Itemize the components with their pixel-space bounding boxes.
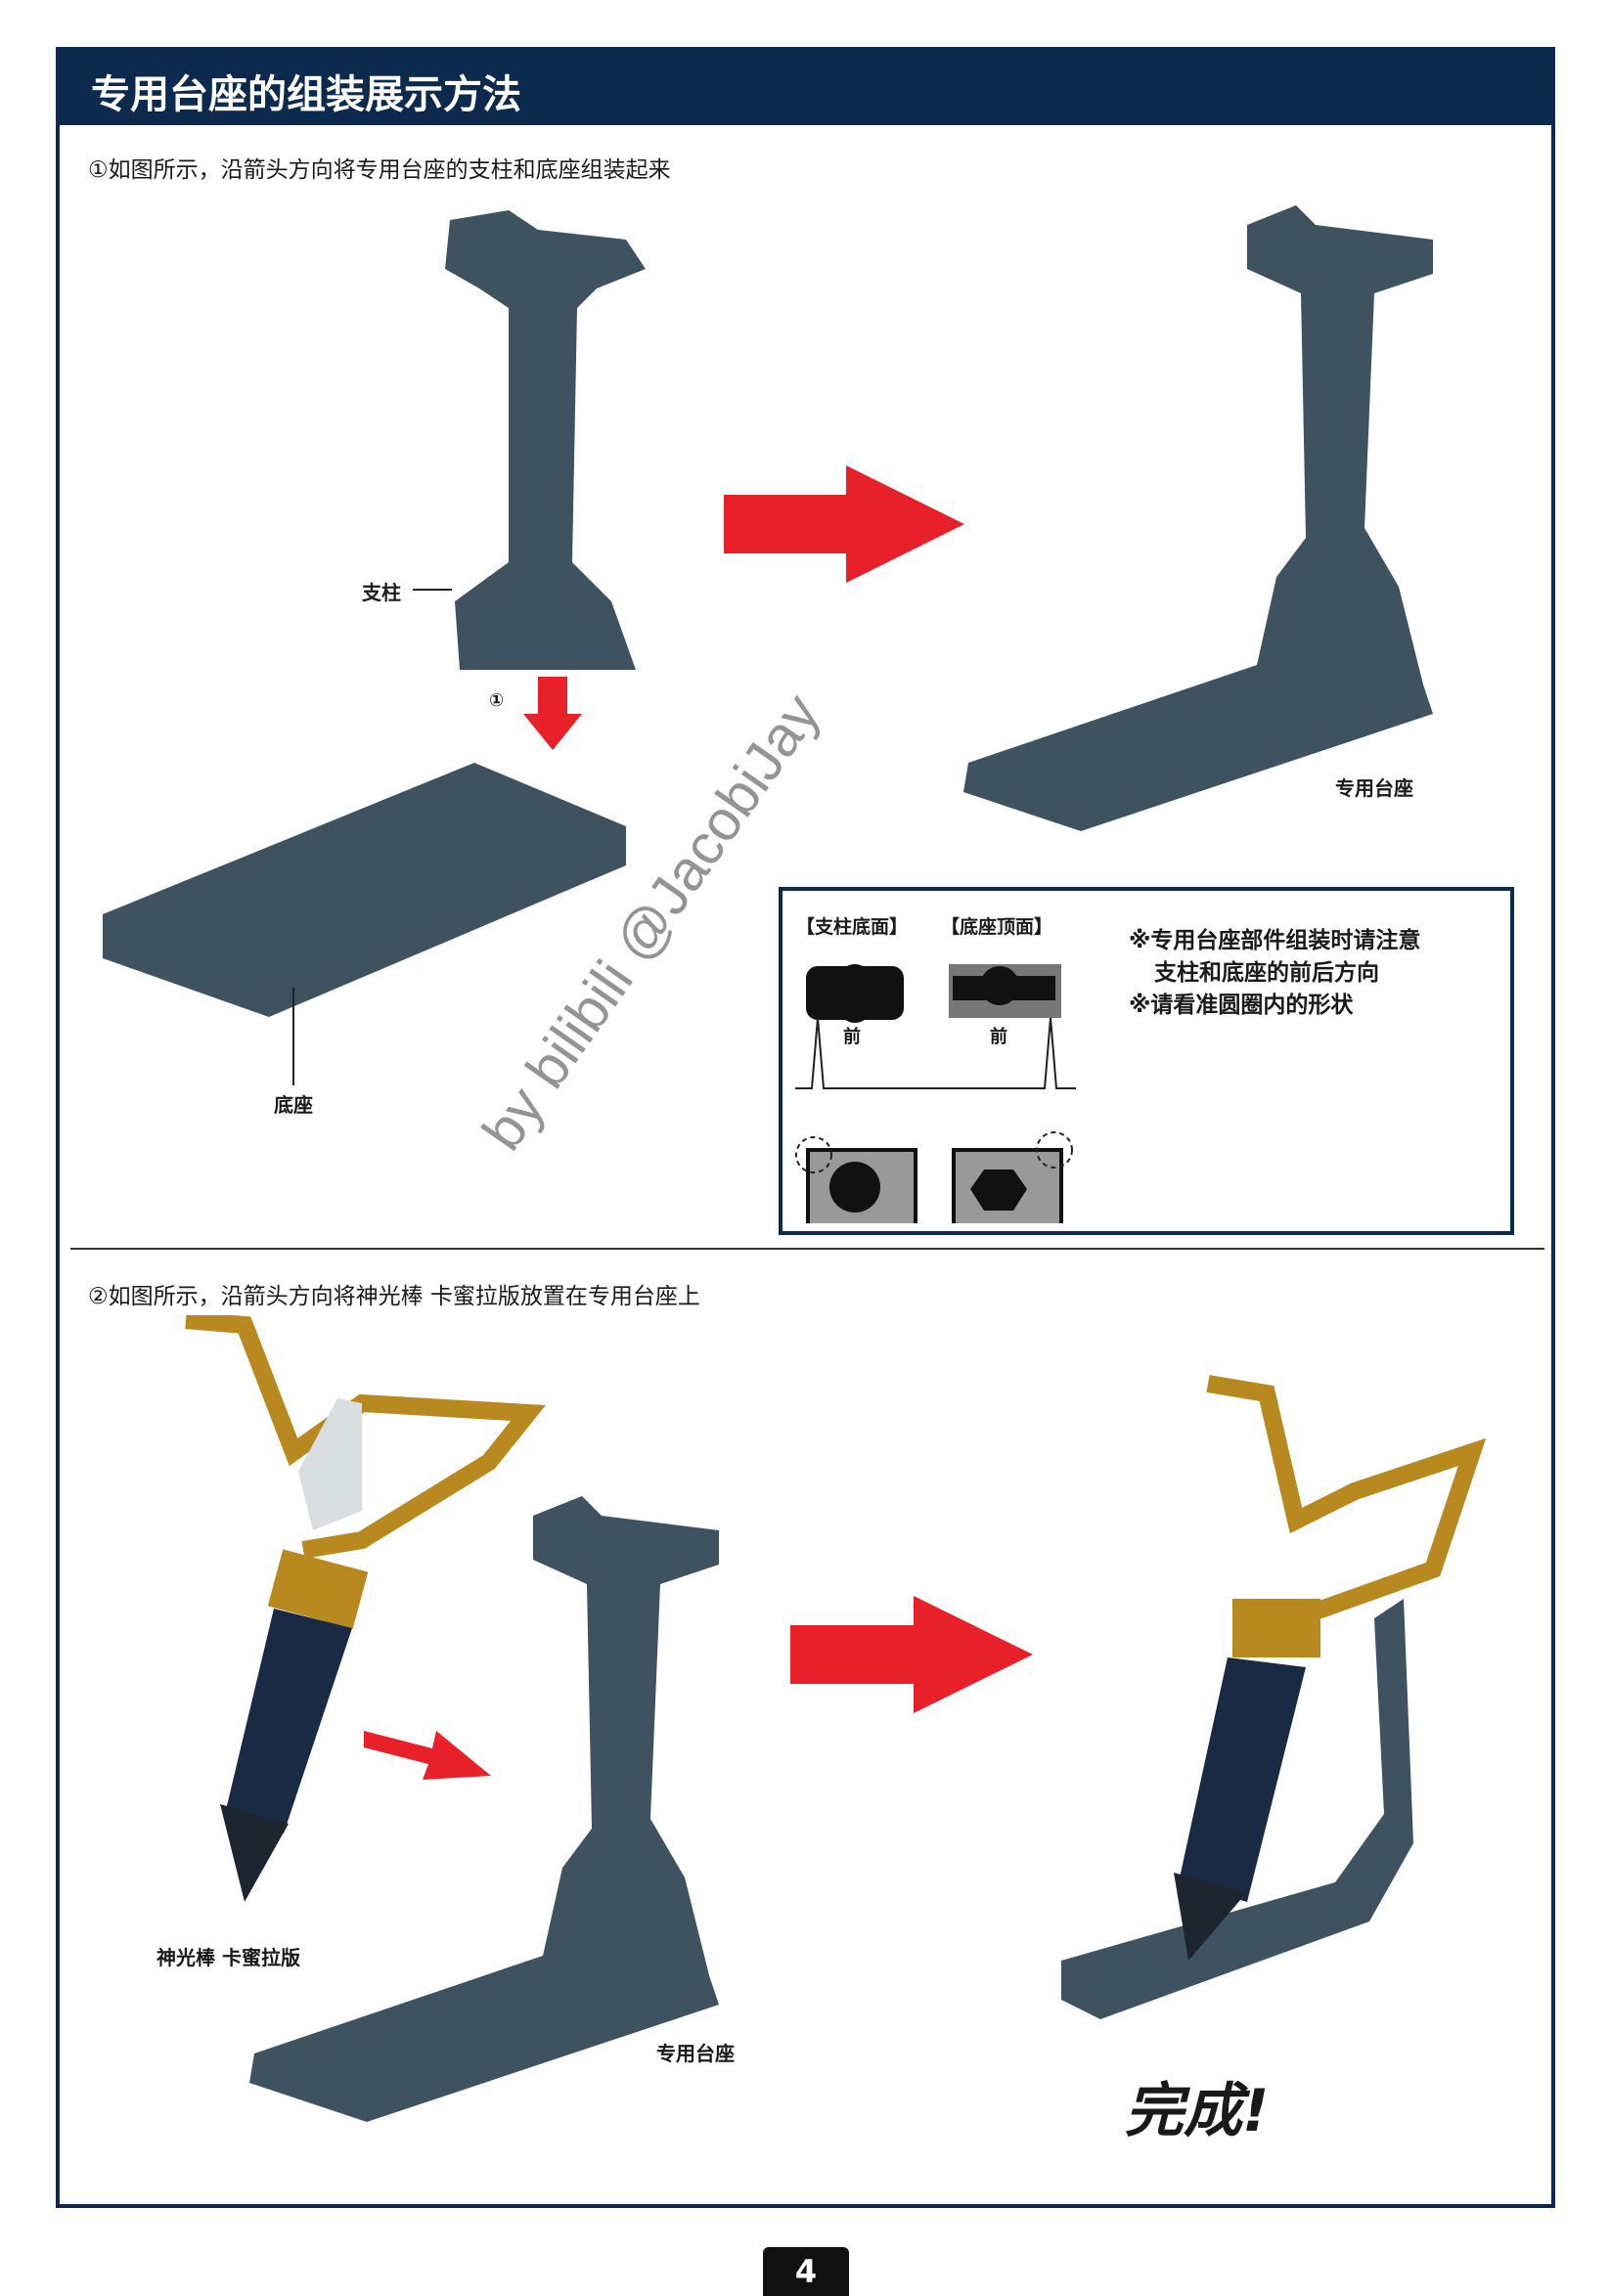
step-marker: ①	[489, 690, 505, 711]
orientation-note-box: 【支柱底面】 【底座顶面】 前 前 ※专用台座部件组装时请注意 支柱和底座的前后…	[779, 887, 1514, 1235]
label-base: 底座	[274, 1093, 313, 1117]
label-stand: 专用台座	[1335, 776, 1413, 800]
step-1-instruction: ①如图所示，沿箭头方向将专用台座的支柱和底座组装起来	[88, 157, 671, 183]
leader-line	[292, 988, 294, 1085]
orientation-diagram	[795, 964, 1076, 1223]
completed-label: 完成!	[1125, 2077, 1270, 2145]
label-item: 神光棒 卡蜜拉版	[157, 1946, 300, 1969]
arrow-right-icon	[790, 1596, 1033, 1713]
arrow-diagonal-icon	[364, 1731, 491, 1780]
sparkle-lens-image	[185, 1315, 546, 1902]
stand-image	[249, 1496, 719, 2122]
base-image	[103, 763, 626, 1017]
leader-line	[413, 589, 452, 591]
front-label-1: 前	[843, 1027, 861, 1047]
pillar-image	[445, 210, 646, 670]
section-divider	[70, 1248, 1544, 1250]
note-line-1: ※专用台座部件组装时请注意	[1129, 928, 1421, 953]
step-2-instruction: ②如图所示，沿箭头方向将神光棒 卡蜜拉版放置在专用台座上	[88, 1284, 700, 1309]
note-line-2: 支柱和底座的前后方向	[1154, 960, 1379, 986]
label-stand-2: 专用台座	[656, 2042, 735, 2065]
label-pillar: 支柱	[362, 581, 401, 604]
page-number: 4	[763, 2247, 849, 2296]
completed-display-image	[1061, 1375, 1487, 2019]
note-line-3: ※请看准圆圈内的形状	[1129, 993, 1354, 1018]
front-label-2: 前	[990, 1027, 1007, 1047]
page-title: 专用台座的组装展示方法	[56, 47, 1555, 125]
arrow-down-icon	[523, 677, 582, 750]
arrow-right-icon	[724, 465, 964, 583]
label-pillar-bottom: 【支柱底面】	[796, 916, 909, 938]
assembled-stand-image	[963, 205, 1433, 831]
label-base-top: 【底座顶面】	[941, 916, 1053, 938]
